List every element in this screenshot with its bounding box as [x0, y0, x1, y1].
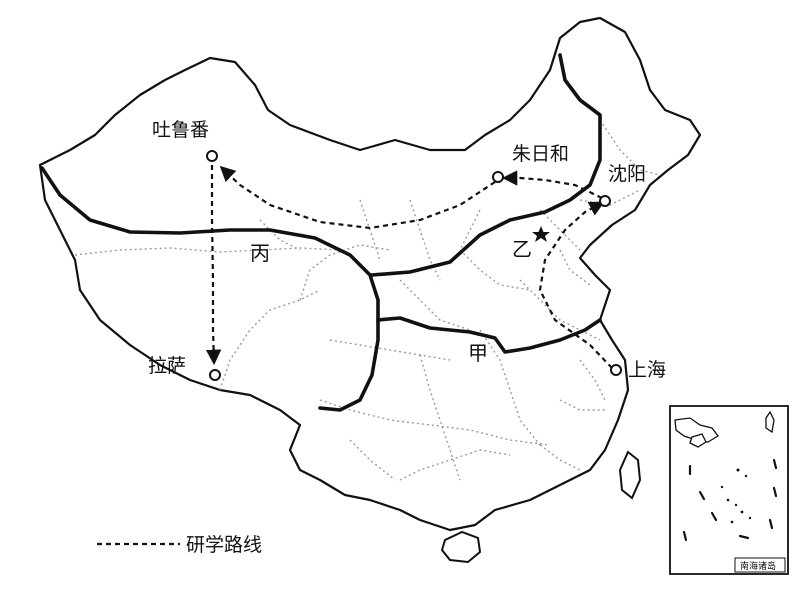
shenyang-marker — [599, 195, 611, 207]
inset-label: 南海诸岛 — [740, 560, 776, 572]
south-sea-inset: 南海诸岛 — [669, 405, 789, 575]
zhurihe-marker — [492, 171, 504, 183]
label-region-bing: 丙 — [250, 241, 270, 265]
label-region-jia: 甲 — [468, 341, 488, 365]
province-borders — [74, 119, 661, 481]
star-marker — [532, 226, 550, 242]
region-boundaries — [40, 53, 602, 412]
study-route — [205, 165, 613, 369]
label-zhurihe: 朱日和 — [512, 143, 569, 165]
shanghai-marker — [610, 364, 622, 376]
city-markers — [206, 150, 622, 381]
hainan-island — [440, 530, 482, 564]
label-region-yi: 乙 — [512, 237, 532, 261]
lasa-marker — [209, 369, 221, 381]
label-shenyang: 沈阳 — [608, 163, 646, 185]
taiwan-island — [618, 450, 642, 500]
label-shanghai: 上海 — [628, 359, 666, 381]
tulufan-marker — [206, 150, 218, 162]
label-tulufan: 吐鲁番 — [152, 119, 209, 141]
label-lasa: 拉萨 — [148, 355, 186, 377]
legend-route-label: 研学路线 — [186, 534, 262, 556]
